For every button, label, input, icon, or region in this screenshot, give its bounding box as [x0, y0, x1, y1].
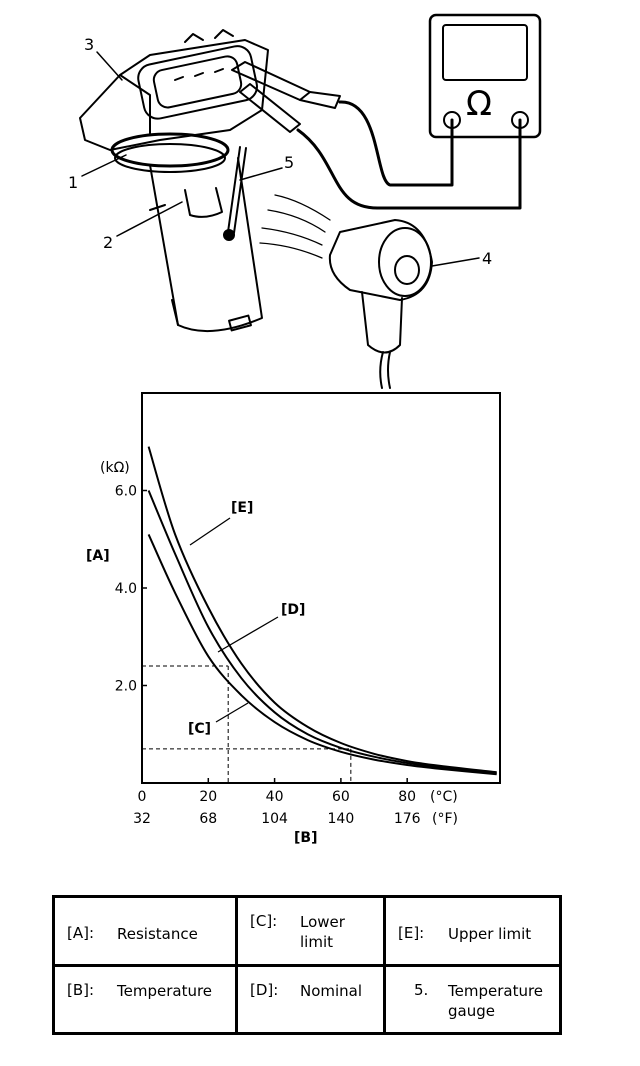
x-tick-label-celsius: 60 [332, 789, 350, 805]
x-tick-label-fahrenheit: 104 [261, 811, 288, 827]
x-tick-label-celsius: 40 [266, 789, 284, 805]
curves [147, 446, 497, 776]
y-unit: (kΩ) [100, 460, 130, 476]
legend-row: [A]: Resistance [C]: Lower limit [E]: Upper… [52, 895, 562, 967]
legend-row: [B]: Temperature [D]: Nominal 5. Temperatur… [52, 963, 562, 1035]
legend-key: [A]: [67, 924, 95, 942]
legend-cell: 5. Temperature gauge [383, 963, 562, 1035]
y-tick-label: 6.0 [115, 484, 137, 500]
x-unit-c: (°C) [430, 789, 458, 805]
curve-nominal [147, 490, 497, 775]
legend-cell: [E]: Upper limit [383, 895, 562, 967]
legend-cell: [D]: Nominal [235, 963, 386, 1035]
sensor-head [79, 29, 269, 151]
callout-2: 2 [103, 233, 113, 252]
legend-key: [B]: [67, 980, 95, 999]
x-tick-label-fahrenheit: 68 [199, 811, 217, 827]
legend-value: Nominal [300, 981, 363, 1000]
legend-key: [C]: [250, 912, 278, 930]
meter-leads [296, 100, 522, 210]
curve-label-leaders [189, 517, 279, 723]
y-ticks: 2.0 4.0 6.0 [115, 484, 147, 695]
callout-5: 5 [284, 153, 294, 172]
x-axis-label: [B] [294, 830, 317, 846]
resistance-temperature-chart: 2.0 4.0 6.0 0 20 40 60 80 32 68 104 140 176 (kΩ) [A… [86, 392, 501, 846]
x-tick-label-celsius: 20 [199, 789, 217, 805]
label-nominal: [D] [281, 602, 305, 618]
y-axis-label: [A] [86, 548, 110, 564]
legend-key: [D]: [250, 980, 279, 999]
callout-4: 4 [482, 249, 492, 268]
leader-nominal [217, 616, 279, 653]
callout-leaders [81, 51, 480, 267]
label-lower-limit: [C] [188, 721, 211, 737]
reference-lines [142, 665, 352, 783]
y-tick-label: 2.0 [115, 679, 137, 695]
legend-table: [A]: Resistance [C]: Lower limit [E]: Upper… [52, 895, 562, 1035]
legend-value: Temperature [117, 981, 213, 1000]
x-tick-label-celsius: 0 [138, 789, 147, 805]
x-ticks: 0 20 40 60 80 32 68 104 140 176 [133, 778, 421, 827]
leader-upper-limit [189, 517, 231, 546]
legend-cell: [A]: Resistance [52, 895, 238, 967]
legend-value: Temperature gauge [448, 981, 544, 1020]
ohmmeter [428, 13, 542, 139]
legend-cell: [C]: Lower limit [235, 895, 386, 967]
temperature-gauge [223, 146, 247, 241]
x-tick-label-celsius: 80 [398, 789, 416, 805]
legend-cell: [B]: Temperature [52, 963, 238, 1035]
x-tick-label-fahrenheit: 176 [394, 811, 421, 827]
ohm-symbol: Ω [466, 84, 492, 124]
hair-dryer [328, 219, 433, 389]
leader-lower-limit [215, 702, 249, 723]
sensor-body [149, 157, 263, 333]
x-tick-label-fahrenheit: 32 [133, 811, 151, 827]
x-unit-f: (°F) [432, 811, 458, 827]
curve-lower-limit [147, 533, 497, 776]
callout-1: 1 [68, 173, 78, 192]
legend-value: Resistance [117, 925, 198, 943]
curve-upper-limit [147, 446, 497, 774]
sensor-oring [110, 132, 230, 173]
meter-probes [231, 61, 341, 133]
legend-key: 5. [414, 980, 429, 999]
air-flow-lines [259, 194, 331, 259]
legend-key: [E]: [398, 924, 425, 942]
callout-3: 3 [84, 35, 94, 54]
legend-value: Lower limit [300, 913, 345, 951]
sensor-test-illustration: 3 1 2 5 4 Ω [68, 13, 542, 389]
x-tick-label-fahrenheit: 140 [328, 811, 355, 827]
y-tick-label: 4.0 [115, 581, 137, 597]
label-upper-limit: [E] [231, 500, 253, 516]
legend-value: Upper limit [448, 925, 532, 943]
